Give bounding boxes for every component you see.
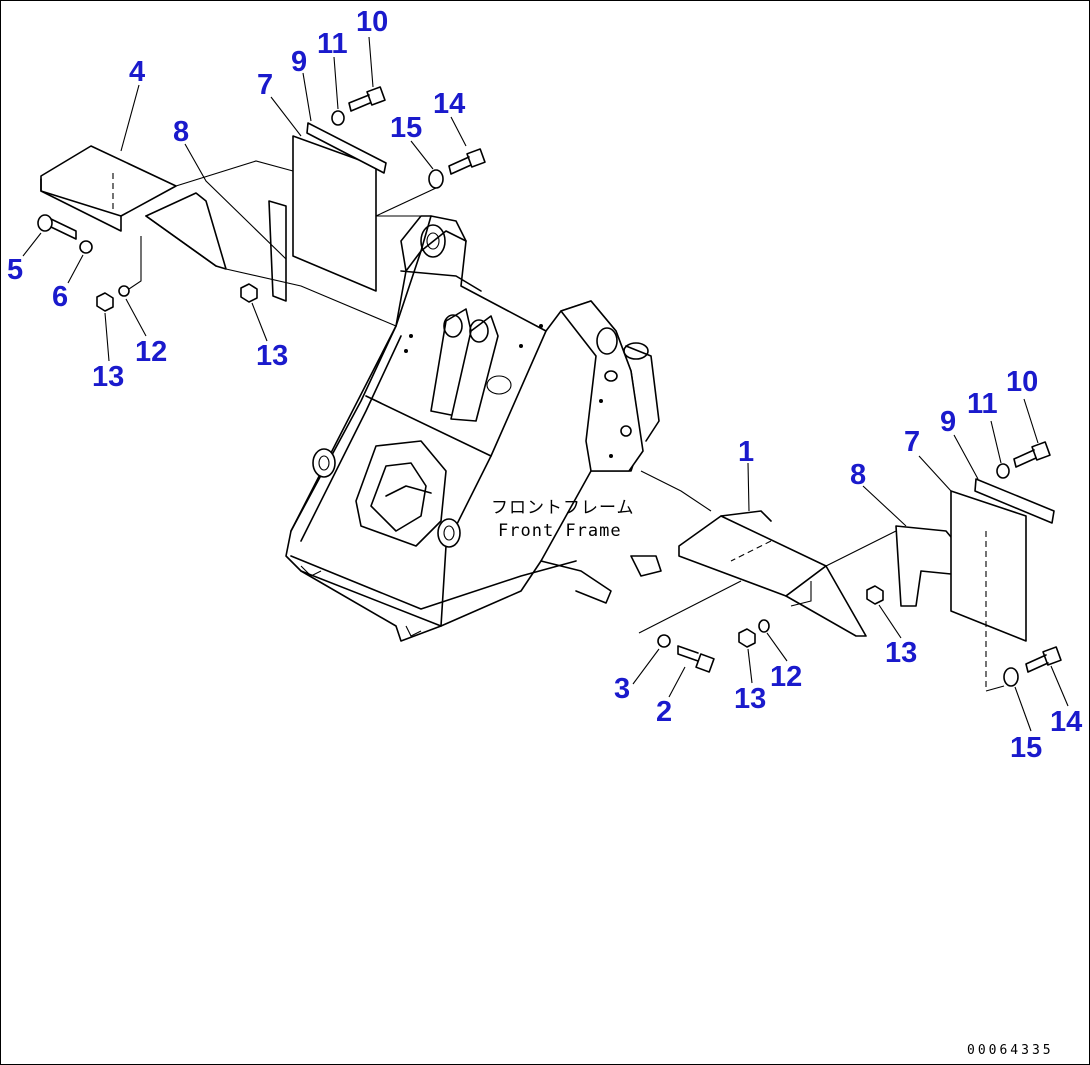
front-frame-label: フロントフレーム Front Frame [491,498,635,541]
part-9-strip [306,122,387,174]
callout-12b: 12 [770,661,802,693]
right-fender-assembly [638,441,1062,692]
callout-7: 7 [257,69,273,101]
callout-2: 2 [656,696,672,728]
part-11-washer-b [996,463,1010,479]
callout-9: 9 [291,46,307,78]
callout-3: 3 [614,673,630,705]
callout-11: 11 [317,28,348,60]
part-8-bracket [145,192,227,270]
callout-15: 15 [390,112,422,144]
front-frame-label-japanese: フロントフレーム [491,498,635,518]
part-13-nut-d [866,585,884,605]
callout-10: 10 [356,6,388,38]
callout-12: 12 [135,336,167,368]
callout-13c: 13 [734,683,766,715]
part-10-bolt-b [1013,441,1051,468]
part-15-washer-b [1003,667,1019,687]
callout-7b: 7 [904,426,920,458]
callout-15b: 15 [1010,732,1042,764]
part-3-washer [657,634,671,648]
callout-13: 13 [92,361,124,393]
part-13-nut [96,292,114,312]
part-14-bolt-b [1025,646,1062,673]
part-13-nut-c [738,628,756,648]
front-frame [285,215,662,642]
part-15-washer [428,169,444,189]
callout-14b: 14 [1050,706,1082,738]
callout-14: 14 [433,88,465,120]
part-5-bolt [37,214,77,240]
part-7-plate [292,135,377,292]
callout-5: 5 [7,254,23,286]
callout-8: 8 [173,116,189,148]
part-10-bolt [348,86,386,112]
part-2-bolt [677,645,715,673]
callout-4: 4 [129,56,145,88]
callout-1: 1 [738,436,754,468]
part-7-plate-b [950,490,1027,642]
callout-6: 6 [52,281,68,313]
callout-10b: 10 [1006,366,1038,398]
callout-11b: 11 [967,388,998,420]
callout-8b: 8 [850,459,866,491]
callout-numbers: 4 8 7 9 11 10 15 14 5 6 13 12 13 1 3 2 1… [7,6,1082,764]
leader-lines [22,36,1069,732]
document-id: 00064335 [967,1043,1054,1058]
part-12-washer [118,285,130,297]
part-12-washer-b [758,619,770,633]
callout-13d: 13 [885,637,917,669]
callout-13b: 13 [256,340,288,372]
part-4-fender [40,145,177,217]
part-14-bolt [448,148,486,175]
part-11-washer [331,110,345,126]
part-13-nut-b [240,283,258,303]
part-6-washer [79,240,93,254]
front-frame-label-english: Front Frame [498,521,622,541]
callout-9b: 9 [940,406,956,438]
left-fender-assembly [37,86,486,327]
part-9-strip-b [974,478,1055,524]
